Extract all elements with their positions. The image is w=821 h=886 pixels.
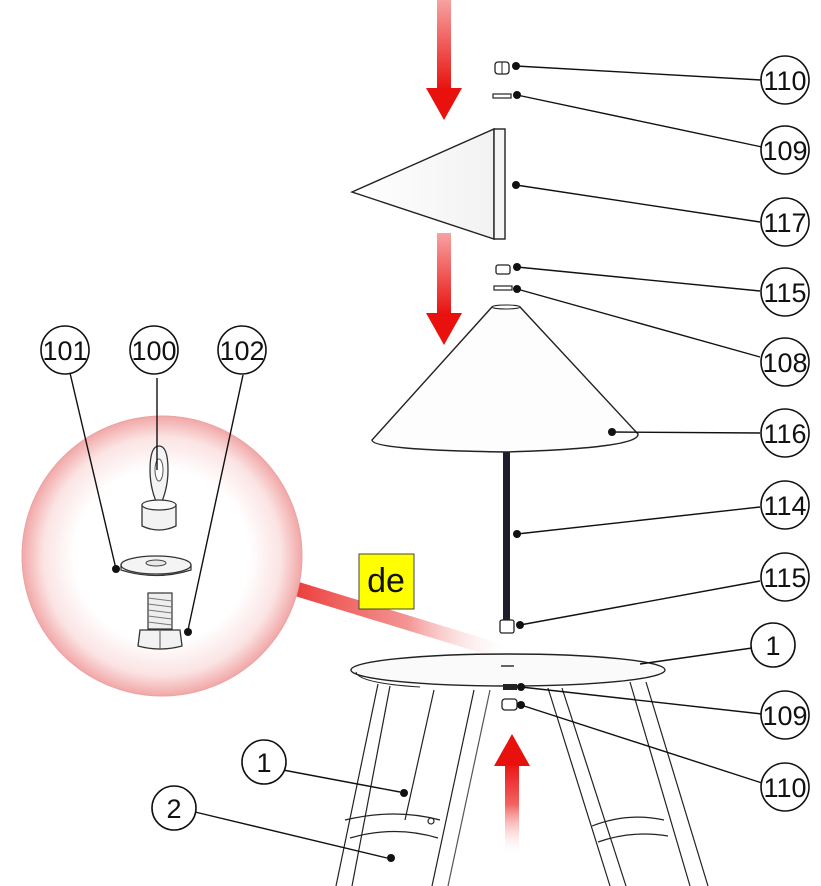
- cone-spike-117: [350, 127, 506, 240]
- callout-2-left: 2: [151, 785, 197, 831]
- callout-label: 1: [765, 631, 780, 661]
- washer-108: [493, 285, 513, 291]
- threaded-rod-114: [503, 452, 510, 622]
- washer-101: [120, 555, 192, 577]
- nut-115-top: [495, 264, 511, 275]
- direction-arrow-top: [426, 0, 462, 120]
- callout-label: 102: [219, 336, 264, 366]
- callout-109-top: 109: [760, 125, 810, 175]
- callout-label: 109: [762, 136, 807, 166]
- callout-115-mid: 115: [760, 552, 810, 602]
- callout-116: 116: [760, 408, 810, 458]
- callout-label: 2: [166, 794, 181, 824]
- callout-label: 101: [42, 336, 87, 366]
- washer-109-top: [492, 93, 512, 99]
- callout-114: 114: [760, 480, 810, 530]
- callout-110-bottom: 110: [760, 762, 810, 812]
- callout-label: 108: [762, 348, 807, 378]
- callout-110-top: 110: [760, 55, 810, 105]
- callout-100: 100: [129, 325, 179, 375]
- language-tag: de: [358, 553, 415, 610]
- callout-label: 115: [763, 563, 806, 593]
- callout-1-right: 1: [750, 622, 796, 668]
- callout-109-bottom: 109: [760, 690, 810, 740]
- callout-label: 117: [763, 208, 806, 238]
- callout-108: 108: [760, 337, 810, 387]
- callout-115-top: 115: [760, 267, 810, 317]
- callout-label: 100: [131, 336, 176, 366]
- top-plate-1: [350, 653, 666, 688]
- callout-117: 117: [760, 197, 810, 247]
- callout-1-left: 1: [241, 739, 287, 785]
- callout-label: 1: [256, 748, 271, 778]
- direction-arrow-middle: [426, 233, 462, 345]
- callout-label: 110: [763, 773, 806, 803]
- callout-label: 115: [763, 278, 806, 308]
- leader-dots: [112, 62, 616, 862]
- hex-bolt-102: [137, 592, 183, 650]
- callout-102: 102: [217, 325, 267, 375]
- cap-nut-110-top: [494, 61, 510, 75]
- callout-label: 109: [762, 701, 807, 731]
- direction-arrow-bottom-up: [494, 734, 530, 857]
- eye-nut-100: [141, 445, 177, 531]
- callout-101: 101: [40, 325, 90, 375]
- callout-label: 116: [763, 419, 806, 449]
- callout-label: 114: [763, 491, 806, 521]
- nut-115-mid: [499, 619, 515, 634]
- callout-label: 110: [763, 66, 806, 96]
- language-tag-label: de: [367, 562, 405, 600]
- tripod-legs: [335, 681, 709, 886]
- conical-roof-116: [371, 304, 639, 453]
- nut-110-bottom: [501, 698, 518, 711]
- leader-lines: [69, 65, 763, 859]
- washer-109-bottom: [503, 684, 517, 690]
